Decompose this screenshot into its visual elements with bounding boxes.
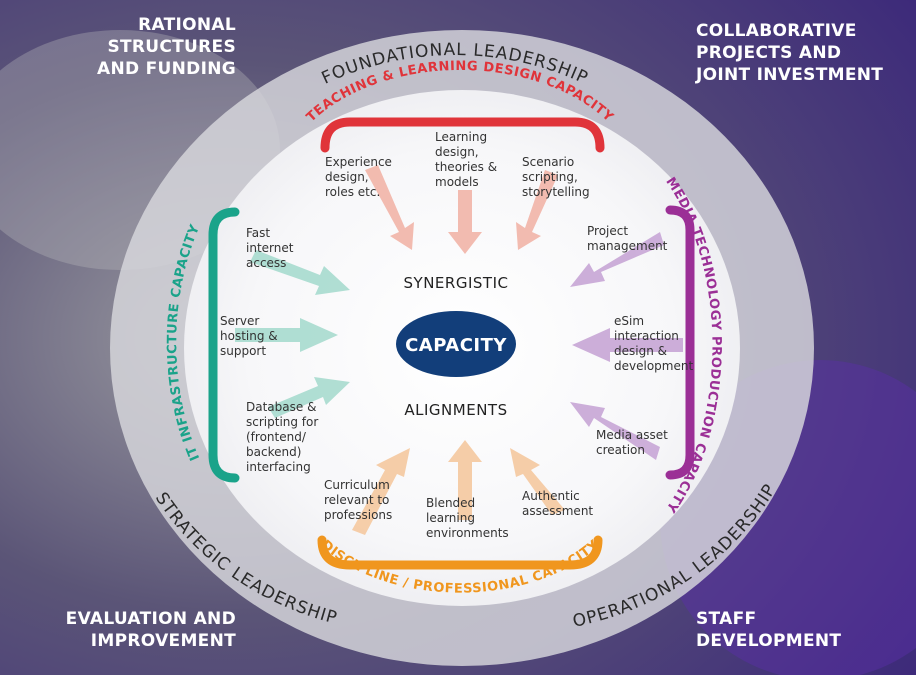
arrow-left-2 [235, 318, 338, 352]
item-database-scripting: Database & scripting for (frontend/ back… [246, 400, 319, 474]
arrow-top-2 [448, 190, 482, 254]
arrow-bottom-1 [352, 448, 410, 535]
arrow-right-1 [570, 232, 664, 287]
item-learning-design: Learning design, theories & models [435, 130, 498, 189]
media-bracket [665, 205, 695, 480]
corner-top-right: COLLABORATIVE PROJECTS AND JOINT INVESTM… [696, 21, 884, 85]
arrow-bottom-2 [448, 440, 482, 520]
teaching-bracket [320, 117, 605, 153]
item-project-management: Project management [587, 224, 668, 253]
item-experience-design: Experience design, roles etc. [325, 155, 392, 199]
discipline-bracket [317, 535, 603, 570]
capacity-core [396, 311, 516, 377]
arrow-right-3 [570, 402, 660, 460]
arrow-top-3 [516, 170, 558, 250]
arrow-bottom-3 [510, 448, 565, 515]
arrow-left-1 [250, 250, 350, 295]
arrow-top-1 [365, 165, 414, 250]
item-scenario-scripting: Scenario scripting, storytelling [522, 155, 590, 199]
arrow-left-3 [268, 377, 350, 418]
core-label: CAPACITY [405, 335, 507, 356]
item-blended-learning: Blended learning environments [426, 496, 509, 540]
item-server-hosting: Server hosting & support [220, 314, 278, 358]
item-media-asset: Media asset creation [596, 428, 668, 457]
item-curriculum: Curriculum relevant to professions [324, 478, 393, 522]
it-bracket [208, 207, 240, 483]
item-fast-internet: Fast internet access [246, 226, 294, 270]
item-esim-interaction: eSim interaction design & development [614, 314, 694, 373]
arrows [235, 165, 683, 535]
arrow-right-2 [572, 328, 683, 362]
corner-bottom-right: STAFF DEVELOPMENT [696, 609, 842, 651]
corner-bottom-left: EVALUATION AND IMPROVEMENT [65, 609, 236, 651]
synergistic-label: SYNERGISTIC [404, 274, 509, 292]
item-authentic-assessment: Authentic assessment [522, 489, 594, 518]
corner-top-left: RATIONAL STRUCTURES AND FUNDING [97, 15, 236, 79]
alignments-label: ALIGNMENTS [404, 401, 507, 419]
